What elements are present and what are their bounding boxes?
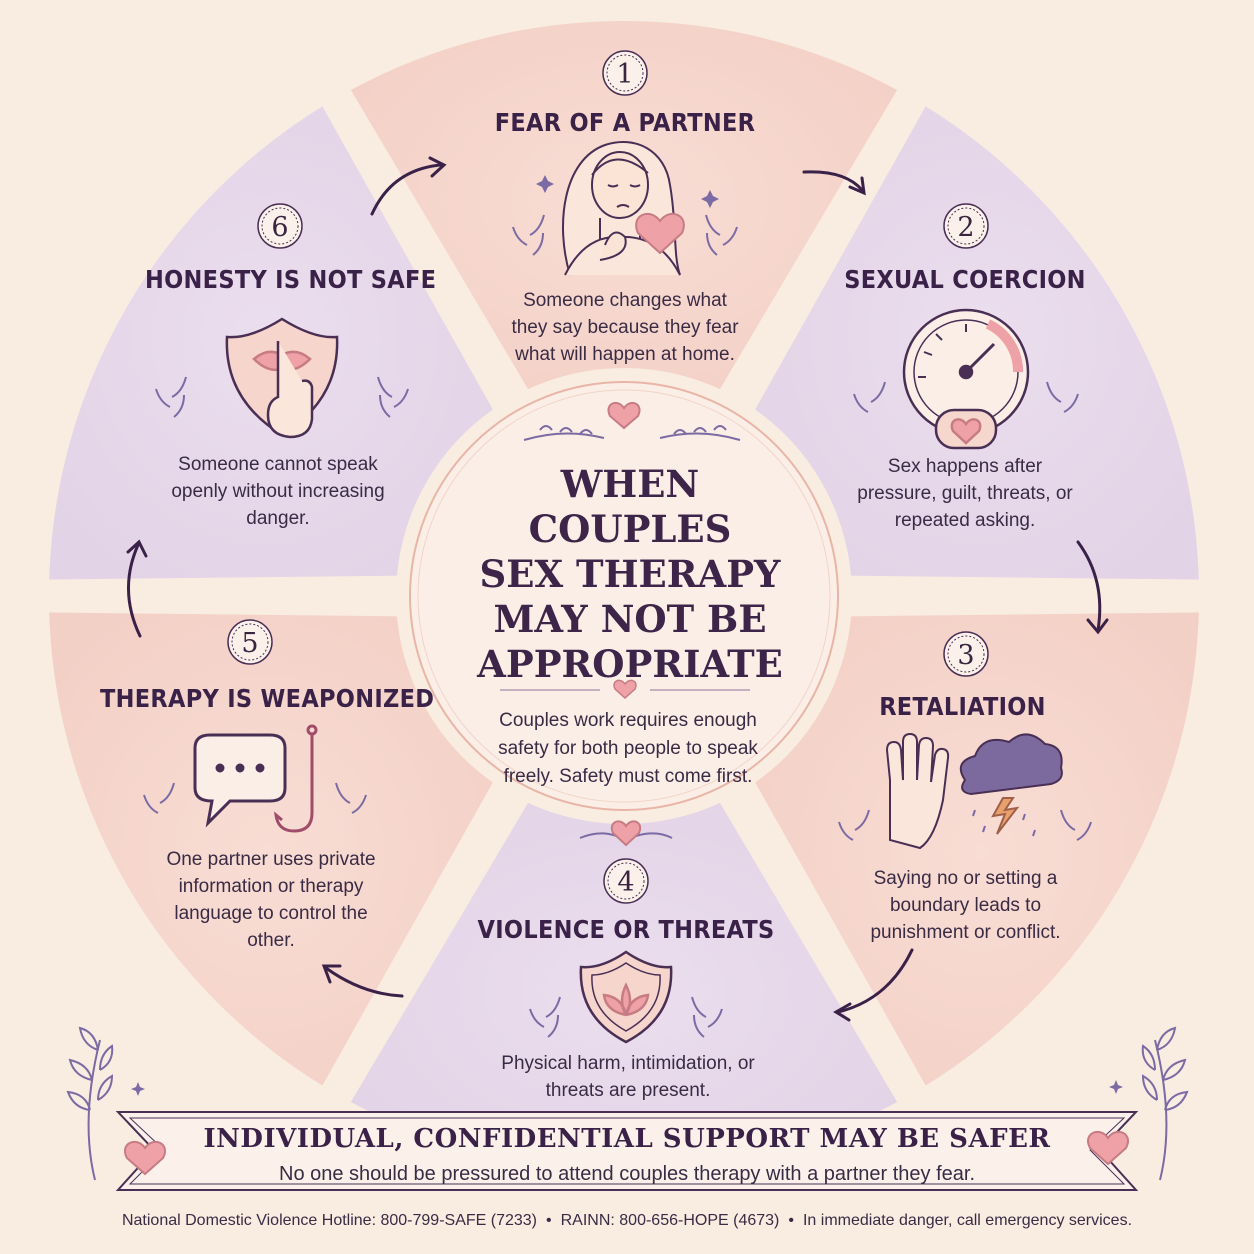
worried-person-icon (512, 140, 738, 276)
arrow-1-to-2 (802, 170, 864, 192)
number-badge-1 (602, 50, 648, 96)
number-badges: 1 2 3 4 5 6 (227, 50, 989, 904)
footer-separator: • (546, 1212, 552, 1229)
number-badge-2 (943, 203, 989, 249)
arrow-6-to-1 (370, 163, 442, 216)
number-label-4: 4 (617, 867, 634, 898)
segment-2-title: SEXUAL COERCION (844, 265, 1086, 294)
silence-shield-icon (155, 317, 409, 439)
segment-5-description: One partner uses private information or … (166, 849, 376, 951)
number-label-3: 3 (957, 640, 974, 671)
number-label-1: 1 (616, 59, 633, 90)
segment-4-description: Physical harm, intimidation, or threats … (501, 1053, 755, 1101)
page-title: WHEN COUPLES SEX THERAPY MAY NOT BE APPR… (430, 462, 830, 687)
wheel-segment-3 (755, 612, 1209, 1095)
center-bottom-ornament (579, 820, 673, 847)
segment-6-description: Someone cannot speak openly without incr… (171, 454, 385, 529)
footer-separator: • (788, 1212, 794, 1229)
number-badge-4 (603, 858, 649, 904)
number-badge-3 (943, 631, 989, 677)
right-branch-decoration (1087, 1026, 1189, 1181)
hand-storm-icon (838, 732, 1092, 850)
footer-item-rainn: RAINN: 800-656-HOPE (4673) (560, 1212, 780, 1229)
wheel-segment-5 (39, 612, 493, 1095)
number-label-2: 2 (957, 212, 974, 243)
title-line-2: COUPLES (528, 507, 732, 551)
arrow-3-to-4 (836, 948, 914, 1014)
center-divider (500, 679, 750, 700)
segment-1-description: Someone changes what they say because th… (511, 290, 739, 365)
title-line-5: APPROPRIATE (477, 642, 783, 686)
segment-6-title: HONESTY IS NOT SAFE (145, 265, 437, 294)
segment-2-description: Sex happens after pressure, guilt, threa… (857, 456, 1073, 531)
number-label-5: 5 (241, 628, 258, 659)
segment-3-title: RETALIATION (879, 692, 1046, 721)
number-badge-5 (227, 619, 273, 665)
title-line-3: SEX THERAPY (479, 552, 781, 596)
arrow-2-to-3 (1076, 540, 1102, 632)
pressure-gauge-icon (853, 308, 1079, 450)
arrow-4-to-5 (324, 966, 404, 998)
center-top-ornament (523, 401, 741, 441)
number-badge-6 (257, 203, 303, 249)
footer-hotlines: National Domestic Violence Hotline: 800-… (0, 1212, 1254, 1230)
banner-subtitle: No one should be pressured to attend cou… (279, 1163, 975, 1185)
cycle-arrows (126, 156, 1109, 1022)
left-branch-decoration (66, 1026, 166, 1181)
number-label-6: 6 (271, 212, 288, 243)
lotus-shield-icon (529, 950, 723, 1044)
footer-item-dv-hotline: National Domestic Violence Hotline: 800-… (121, 1212, 537, 1229)
banner-title: INDIVIDUAL, CONFIDENTIAL SUPPORT MAY BE … (203, 1124, 1051, 1154)
segment-3-description: Saying no or setting a boundary leads to… (870, 868, 1061, 943)
segment-4-title: VIOLENCE OR THREATS (477, 915, 775, 944)
footer-item-emergency: In immediate danger, call emergency serv… (802, 1212, 1133, 1229)
speech-hook-icon (143, 724, 367, 833)
title-line-4: MAY NOT BE (493, 597, 767, 641)
center-circle (409, 381, 839, 811)
center-description: Couples work requires enough safety for … (498, 710, 758, 787)
segment-5-title: THERAPY IS WEAPONIZED (100, 684, 435, 713)
title-line-1: WHEN (560, 462, 700, 506)
segment-1-title: FEAR OF A PARTNER (494, 108, 756, 137)
arrow-5-to-6 (127, 543, 142, 638)
